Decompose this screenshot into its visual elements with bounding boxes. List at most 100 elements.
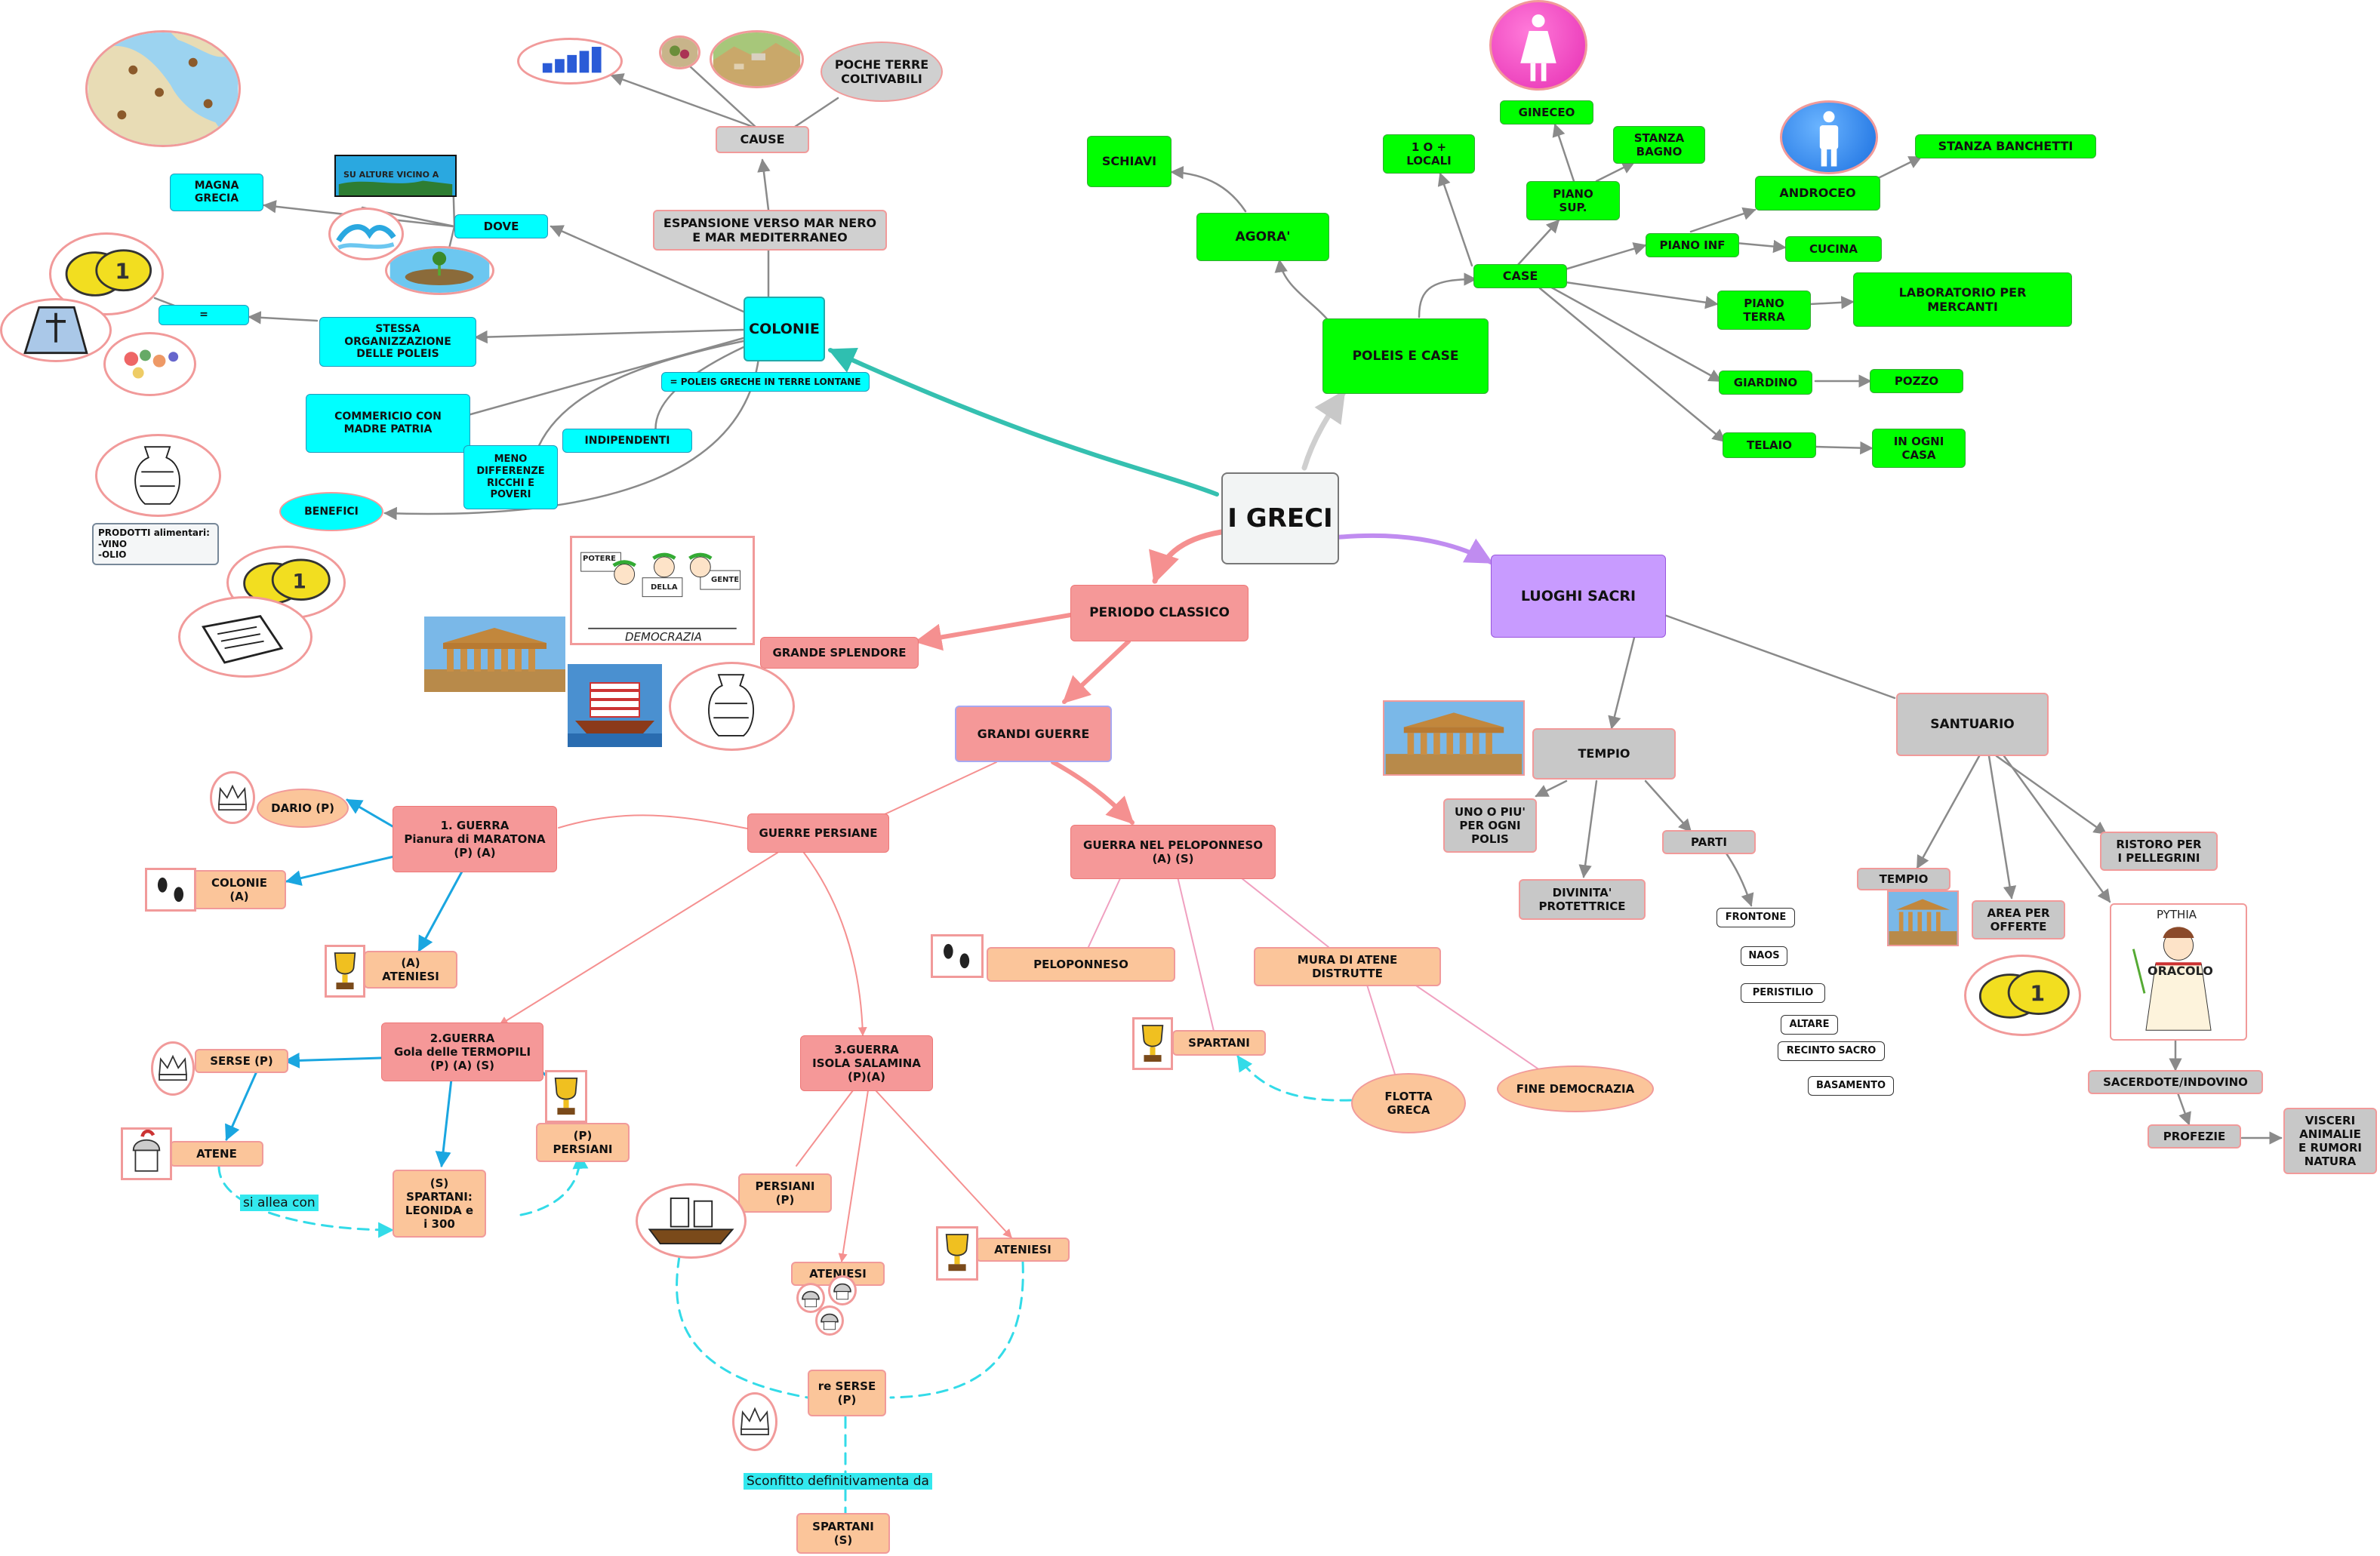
trophy-icon-4 — [936, 1226, 978, 1281]
node-schiavi[interactable]: SCHIAVI — [1087, 136, 1172, 187]
node-grande-splendore[interactable]: GRANDE SPLENDORE — [760, 637, 919, 669]
node-piano-terra[interactable]: PIANO TERRA — [1717, 291, 1811, 330]
node-piano-sup[interactable]: PIANO SUP. — [1526, 181, 1620, 220]
svg-text:1: 1 — [292, 571, 306, 594]
node-tempio-santuario[interactable]: TEMPIO — [1857, 868, 1950, 890]
node-recinto-sacro[interactable]: RECINTO SACRO — [1778, 1041, 1885, 1061]
node-uguale[interactable]: = — [159, 305, 249, 325]
scroll-icon — [178, 596, 313, 678]
node-persiani-p[interactable]: (P) PERSIANI — [536, 1123, 630, 1162]
node-luoghi-sacri[interactable]: LUOGHI SACRI — [1491, 555, 1666, 638]
node-laboratorio[interactable]: LABORATORIO PER MERCANTI — [1853, 272, 2072, 327]
node-prodotti[interactable]: PRODOTTI alimentari: -VINO -OLIO — [92, 523, 219, 565]
node-spartani-s[interactable]: SPARTANI (S) — [796, 1513, 890, 1554]
node-ristoro[interactable]: RISTORO PER I PELLEGRINI — [2100, 832, 2218, 871]
island-icon — [385, 246, 494, 295]
wave-icon — [328, 208, 404, 260]
node-altare[interactable]: ALTARE — [1781, 1015, 1838, 1035]
node-case[interactable]: CASE — [1473, 264, 1567, 288]
node-stanza-bagno[interactable]: STANZA BAGNO — [1613, 126, 1705, 164]
node-frontone[interactable]: FRONTONE — [1716, 908, 1795, 927]
node-ateniesi-3[interactable]: ATENIESI — [976, 1238, 1070, 1262]
node-pozzo[interactable]: POZZO — [1870, 369, 1963, 393]
board-word-2: DELLA — [651, 583, 678, 592]
node-cucina[interactable]: CUCINA — [1785, 236, 1882, 262]
oracolo-label: ORACOLO — [2148, 964, 2213, 978]
node-locali[interactable]: 1 O + LOCALI — [1383, 134, 1475, 174]
node-guerra-2[interactable]: 2.GUERRA Gola delle TERMOPILI (P) (A) (S… — [381, 1022, 543, 1081]
node-commercio[interactable]: COMMERICIO CON MADRE PATRIA — [306, 394, 470, 453]
svg-text:1: 1 — [2030, 982, 2045, 1007]
oracle-picture[interactable]: PYTHIA ORACOLO — [2110, 903, 2247, 1041]
node-guerra-3[interactable]: 3.GUERRA ISOLA SALAMINA (P)(A) — [800, 1035, 933, 1091]
node-ateniesi-2[interactable]: ATENIESI — [791, 1262, 885, 1286]
node-parti[interactable]: PARTI — [1662, 830, 1756, 854]
node-periodo-classico[interactable]: PERIODO CLASSICO — [1070, 585, 1248, 641]
trophy-icon-3 — [1132, 1017, 1173, 1070]
node-spartani[interactable]: SPARTANI — [1172, 1030, 1266, 1056]
node-piano-inf[interactable]: PIANO INF — [1646, 233, 1739, 257]
node-telaio[interactable]: TELAIO — [1723, 432, 1816, 458]
node-espansione[interactable]: ESPANSIONE VERSO MAR NERO E MAR MEDITERR… — [653, 210, 887, 251]
node-poche-terre[interactable]: POCHE TERRE COLTIVABILI — [821, 42, 943, 102]
footprints-icon — [145, 868, 196, 912]
ship-icon — [568, 664, 662, 747]
node-poleis-greche[interactable]: = POLEIS GRECHE IN TERRE LONTANE — [661, 372, 870, 392]
node-colonie[interactable]: COLONIE — [744, 297, 825, 361]
node-naos[interactable]: NAOS — [1741, 946, 1787, 966]
node-gineceo[interactable]: GINECEO — [1500, 100, 1593, 125]
node-stanza-banchetti[interactable]: STANZA BANCHETTI — [1915, 134, 2096, 158]
vase-icon-2 — [669, 662, 795, 751]
board-word-3: GENTE — [711, 576, 740, 584]
node-persiani-p2[interactable]: PERSIANI (P) — [738, 1173, 832, 1213]
node-guerra-1[interactable]: 1. GUERRA Pianura di MARATONA (P) (A) — [393, 806, 557, 872]
node-colonie-a[interactable]: COLONIE (A) — [192, 870, 286, 909]
pythia-label: PYTHIA — [2157, 908, 2197, 921]
node-agora[interactable]: AGORA' — [1196, 213, 1329, 261]
node-dario[interactable]: DARIO (P) — [257, 789, 349, 828]
node-profezie[interactable]: PROFEZIE — [2148, 1124, 2241, 1149]
coins-icon-2: 1 — [1964, 955, 2081, 1036]
node-cause[interactable]: CAUSE — [716, 126, 809, 153]
node-guerra-peloponneso[interactable]: GUERRA NEL PELOPONNESO (A) (S) — [1070, 825, 1276, 879]
node-meno-differenze[interactable]: MENO DIFFERENZE RICCHI E POVERI — [463, 445, 558, 509]
crown-icon-3 — [732, 1392, 777, 1451]
node-peloponneso[interactable]: PELOPONNESO — [987, 947, 1175, 982]
node-sacerdote[interactable]: SACERDOTE/INDOVINO — [2088, 1070, 2263, 1094]
node-grandi-guerre[interactable]: GRANDI GUERRE — [955, 706, 1112, 762]
node-area-offerte[interactable]: AREA PER OFFERTE — [1972, 900, 2065, 939]
node-androceo[interactable]: ANDROCEO — [1755, 176, 1880, 211]
node-santuario[interactable]: SANTUARIO — [1896, 693, 2049, 756]
node-poleis-case[interactable]: POLEIS E CASE — [1322, 318, 1489, 394]
node-giardino[interactable]: GIARDINO — [1719, 371, 1812, 395]
grave-icon — [0, 298, 112, 362]
temple-icon-3 — [1887, 890, 1959, 946]
node-stessa-organizzazione[interactable]: STESSA ORGANIZZAZIONE DELLE POLEIS — [319, 317, 476, 367]
node-re-serse[interactable]: re SERSE (P) — [808, 1370, 886, 1416]
su-alture-label: SU ALTURE VICINO A — [343, 170, 439, 180]
node-indipendenti[interactable]: INDIPENDENTI — [562, 429, 692, 453]
node-peristilio[interactable]: PERISTILIO — [1741, 983, 1825, 1003]
node-fine-democrazia[interactable]: FINE DEMOCRAZIA — [1497, 1066, 1654, 1112]
temple-icon-2 — [1383, 700, 1525, 776]
node-basamento[interactable]: BASAMENTO — [1808, 1076, 1894, 1096]
node-dove[interactable]: DOVE — [454, 214, 548, 238]
node-in-ogni-casa[interactable]: IN OGNI CASA — [1872, 429, 1966, 468]
node-mura-atene[interactable]: MURA DI ATENE DISTRUTTE — [1254, 947, 1441, 986]
node-ateniesi-a[interactable]: (A) ATENIESI — [364, 951, 457, 989]
node-tempio[interactable]: TEMPIO — [1532, 728, 1676, 780]
node-spartani-leonida[interactable]: (S) SPARTANI: LEONIDA e i 300 — [393, 1170, 486, 1238]
root-topic[interactable]: I GRECI — [1221, 472, 1339, 564]
node-uno-o-piu[interactable]: UNO O PIU' PER OGNI POLIS — [1443, 798, 1537, 853]
node-visceri[interactable]: VISCERI ANIMALIE E RUMORI NATURA — [2283, 1108, 2377, 1174]
node-benefici[interactable]: BENEFICI — [279, 492, 383, 531]
node-magna-grecia[interactable]: MAGNA GRECIA — [170, 174, 263, 211]
node-serse[interactable]: SERSE (P) — [195, 1049, 288, 1073]
node-divinita[interactable]: DIVINITA' PROTETTRICE — [1519, 879, 1646, 920]
node-atene[interactable]: ATENE — [170, 1141, 263, 1167]
node-guerre-persiane[interactable]: GUERRE PERSIANE — [747, 813, 889, 853]
soldier-icon-3 — [828, 1275, 857, 1305]
board-word-1: POTERE — [583, 555, 617, 563]
node-flotta-greca[interactable]: FLOTTA GRECA — [1351, 1073, 1466, 1133]
